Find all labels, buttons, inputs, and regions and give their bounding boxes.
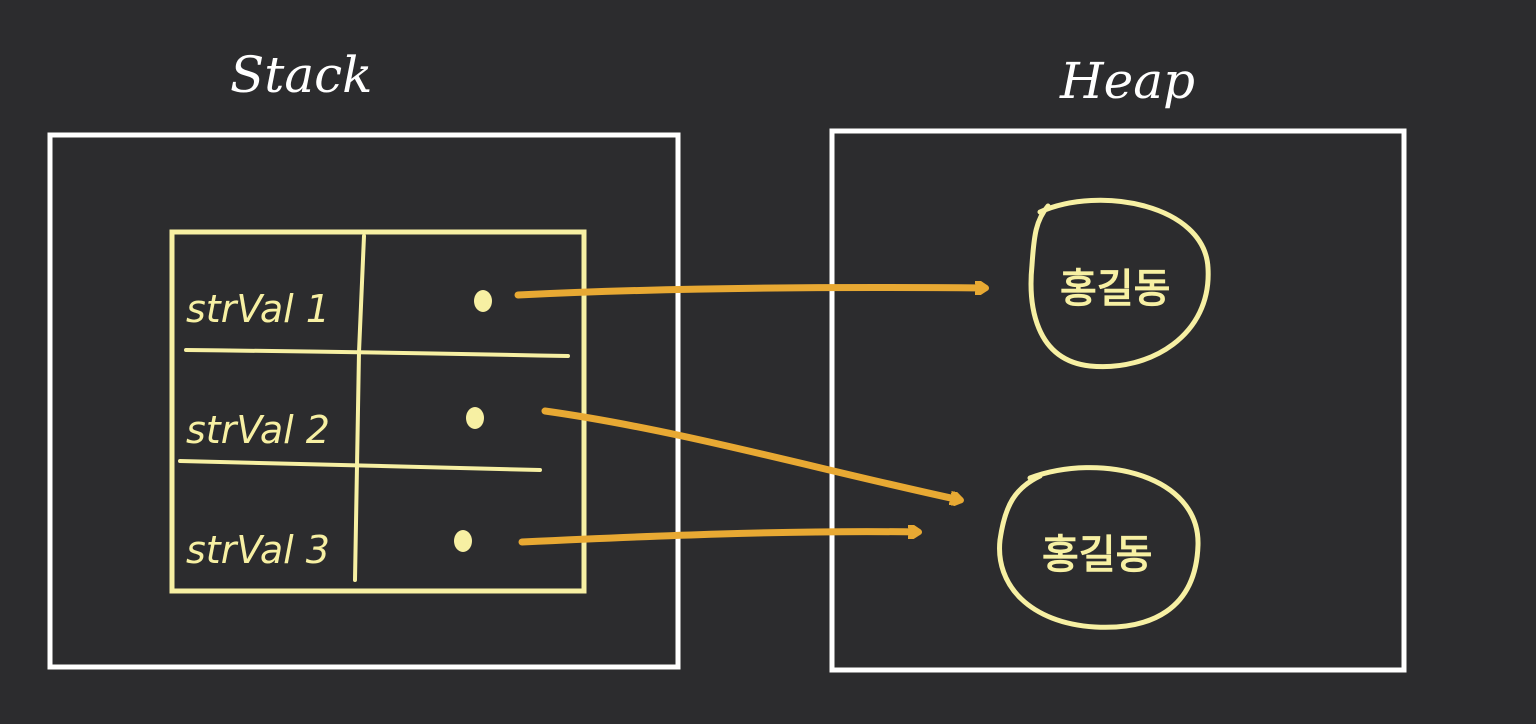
reference-dot <box>474 290 492 312</box>
variable-table <box>169 229 587 594</box>
reference-dot <box>466 407 484 429</box>
var-name-strval1: strVal 1 <box>186 287 330 331</box>
stack-title: Stack <box>230 46 372 104</box>
heap-object-1 <box>1028 197 1211 370</box>
table-row-divider <box>178 459 542 472</box>
heap-title: Heap <box>1059 52 1195 110</box>
reference-arrow-strval3 <box>518 532 918 546</box>
heap-frame <box>829 128 1407 673</box>
heap-object-2 <box>997 465 1201 630</box>
stack-frame <box>47 132 681 670</box>
heap-object-2-label: 홍길동 <box>1042 532 1152 578</box>
heap-object-1-label: 홍길동 <box>1060 266 1170 312</box>
table-column-divider <box>353 234 366 582</box>
var-name-strval3: strVal 3 <box>186 528 330 572</box>
reference-dot <box>454 530 472 552</box>
reference-arrow-strval2 <box>541 407 960 500</box>
reference-arrow-strval1 <box>514 287 985 299</box>
variable-table-border <box>169 229 587 594</box>
var-name-strval2: strVal 2 <box>186 408 330 452</box>
table-row-divider <box>184 348 570 358</box>
